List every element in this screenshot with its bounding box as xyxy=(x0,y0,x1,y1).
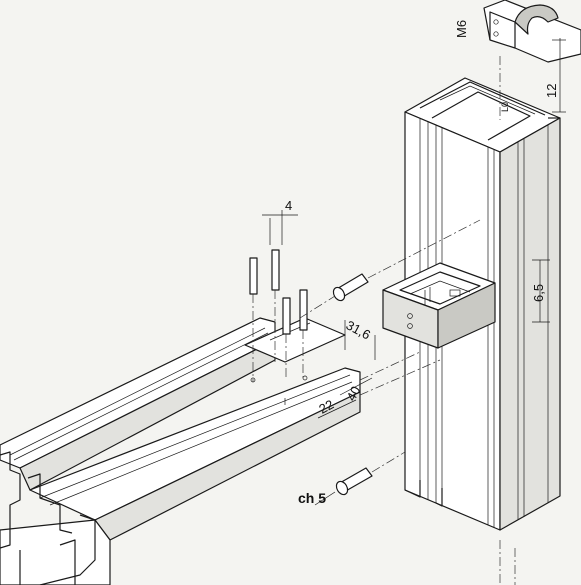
screw-upper xyxy=(299,219,481,319)
label-l0: L0 xyxy=(500,102,510,112)
screw-lower xyxy=(335,451,406,496)
dimension-12: 12 xyxy=(544,84,559,98)
dimension-22: 22 xyxy=(316,397,336,417)
dimension-40: 40 xyxy=(343,384,363,404)
horizontal-profile xyxy=(0,317,361,585)
dimension-31-6: 31,6 xyxy=(344,317,373,342)
dimension-lines xyxy=(314,259,550,585)
dowel-pins xyxy=(249,210,308,382)
dimension-4: 4 xyxy=(285,198,292,213)
top-bracket xyxy=(483,0,581,120)
dimension-m6: M6 xyxy=(454,20,469,38)
label-ch5: ch 5 xyxy=(298,490,326,506)
dimension-6-5: 6,5 xyxy=(531,284,546,302)
connector-block xyxy=(382,262,496,349)
